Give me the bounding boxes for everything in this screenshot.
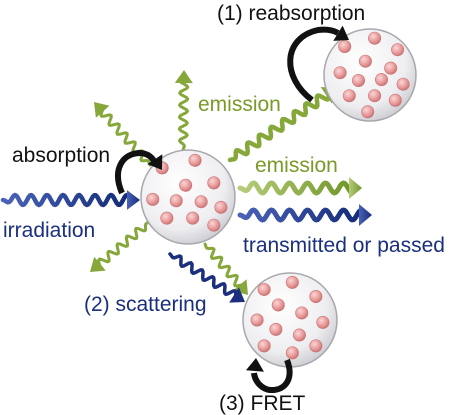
dye-dot [309, 289, 323, 303]
irradiation-label: irradiation [3, 219, 96, 242]
fret-label: (3) FRET [219, 392, 306, 415]
scattering-arrow [168, 252, 245, 303]
scattering-label: (2) scattering [84, 293, 207, 316]
transmitted-arrow [237, 204, 372, 226]
dye-dot [250, 313, 264, 327]
dye-dot [214, 200, 228, 214]
absorption-label: absorption [12, 144, 111, 167]
dye-dot [368, 89, 382, 103]
dye-dot [351, 74, 365, 88]
fret-particle [242, 272, 338, 368]
dye-dot [316, 315, 330, 329]
dye-dot [309, 339, 323, 353]
dye-dot [146, 192, 160, 206]
dye-dot [285, 275, 299, 289]
emission-label-right: emission [255, 154, 338, 177]
absorption-curved-arrow [115, 149, 163, 195]
dye-dot [295, 306, 309, 320]
dye-dot [342, 89, 356, 103]
irradiation-arrow [0, 190, 140, 210]
dye-dot [271, 298, 285, 312]
reabsorbing-particle [323, 28, 417, 122]
emission-label-upper: emission [198, 93, 281, 116]
dye-dot [188, 153, 202, 167]
dye-dot [257, 282, 271, 296]
reabsorption-label: (1) reabsorption [217, 2, 366, 25]
dye-dot [269, 322, 283, 336]
dye-dot [194, 195, 208, 209]
dye-dot [358, 54, 372, 68]
process-arrows [115, 25, 349, 393]
dye-dot [186, 211, 200, 225]
transmitted-label: transmitted or passed [243, 234, 445, 257]
emission-arrow-down-left [90, 220, 152, 272]
reabsorption-curved-arrow [287, 25, 349, 103]
dye-dot [388, 93, 402, 107]
emission-arrow-up [174, 70, 193, 152]
dye-dot [160, 211, 174, 225]
dye-dot [396, 77, 410, 91]
dye-dot [333, 66, 347, 80]
dye-dot [384, 61, 398, 75]
dye-dot [292, 328, 306, 342]
dye-dot [361, 105, 375, 119]
dye-dot [207, 176, 221, 190]
dye-dot [368, 31, 382, 45]
dye-dot [391, 43, 405, 57]
dye-dot [285, 346, 299, 360]
dye-dot [257, 339, 271, 353]
dye-dot [169, 194, 183, 208]
dye-dot [179, 178, 193, 192]
emission-arrow-right [237, 177, 362, 199]
dye-dot [374, 73, 388, 87]
dye-dot [338, 39, 352, 53]
fret-curved-arrow [245, 358, 293, 393]
dye-dot [207, 218, 221, 232]
